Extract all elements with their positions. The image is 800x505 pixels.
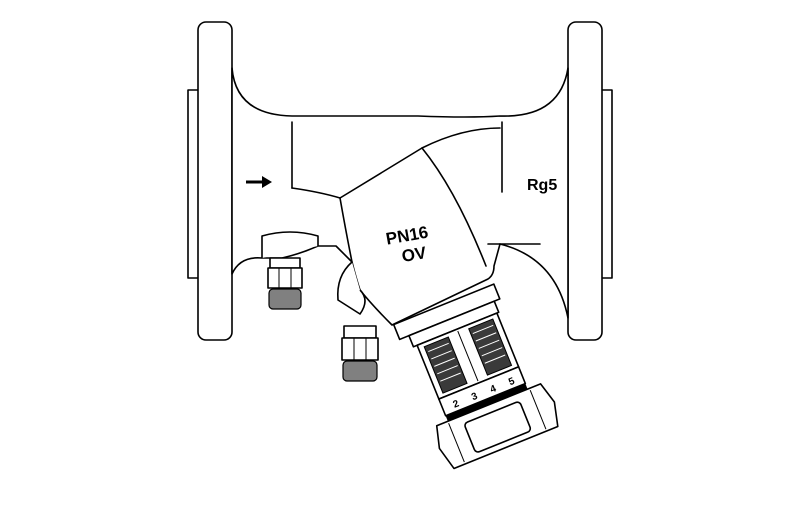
right-port-nut: [341, 337, 379, 361]
left-port-boss: [261, 231, 319, 258]
right-flange-plate: [567, 21, 603, 341]
left-port-nut: [267, 267, 303, 289]
scale-digit-2: 3: [470, 391, 480, 403]
handwheel-assembly: 2 3 4 5: [392, 283, 559, 470]
left-flange-plate: [197, 21, 233, 341]
right-port-boss: [336, 261, 366, 315]
material-label: Rg5: [527, 177, 557, 194]
right-flange: [567, 21, 613, 341]
valve-body: [231, 67, 569, 326]
neck-right-line: [421, 147, 487, 267]
left-flange: [187, 21, 233, 341]
scale-digit-1: 2: [452, 398, 462, 410]
flow-arrow-icon: [246, 176, 272, 188]
scale-digit-3: 4: [489, 383, 499, 395]
right-port-nut-top: [343, 325, 377, 339]
right-measuring-port: [336, 261, 379, 382]
handwheel-cap-icon: [464, 401, 532, 453]
left-port-cap-icon: [268, 288, 302, 310]
neck-left-line: [339, 197, 353, 263]
left-port-nut-top: [269, 257, 301, 269]
scale-ticks: [423, 318, 513, 394]
scale-digit-4: 5: [507, 376, 517, 388]
right-port-cap-icon: [342, 360, 378, 382]
left-measuring-port: [261, 231, 319, 310]
valve-code-label: OV: [400, 243, 428, 266]
dark-band: [445, 383, 528, 422]
